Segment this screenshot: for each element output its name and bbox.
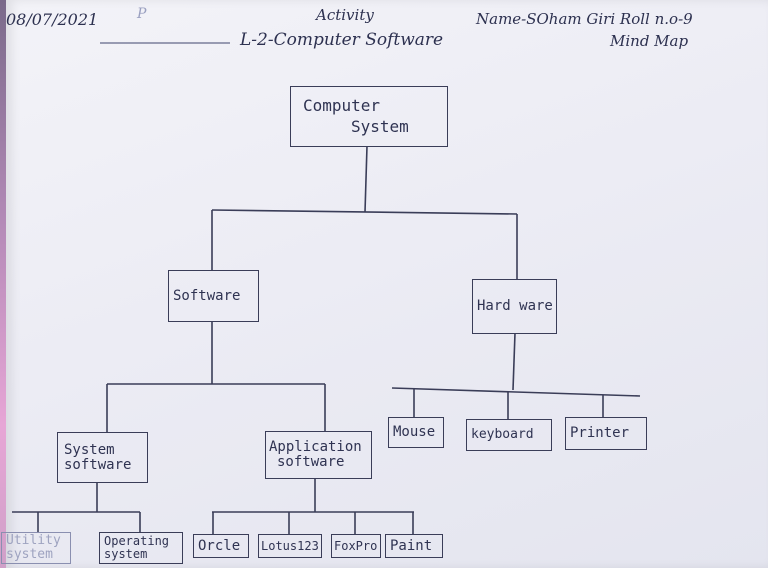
node-application-software-line2: software xyxy=(277,454,345,470)
node-application-software-line1: Application xyxy=(269,439,362,456)
node-printer: Printer xyxy=(565,417,647,450)
hardware-children-bar xyxy=(391,387,641,397)
node-lotus123-label: Lotus123 xyxy=(261,538,319,553)
node-utility-system: Utility system xyxy=(1,532,71,564)
topic-title: L-2-Computer Software xyxy=(240,30,444,50)
hardware-down-connector xyxy=(512,332,516,391)
node-computer-system-line1: Computer xyxy=(303,95,381,115)
name-roll-text: Name-SOham Giri Roll n.o-9 xyxy=(476,10,693,28)
node-foxpro: FoxPro xyxy=(331,534,381,558)
node-operating-system-line1: Operating xyxy=(104,534,170,549)
node-system-software-line2: software xyxy=(64,456,132,473)
node-paint: Paint xyxy=(385,534,443,558)
node-software-label: Software xyxy=(173,287,241,304)
node-application-software: Application software xyxy=(265,431,372,479)
paper-sheet xyxy=(6,0,768,568)
date-text: 08/07/2021 xyxy=(6,10,99,29)
node-oracle-label: Orcle xyxy=(198,537,241,554)
node-system-software: System software xyxy=(57,432,148,483)
node-hardware: Hard ware xyxy=(472,279,557,334)
node-operating-system: Operating system xyxy=(99,532,183,564)
node-system-software-line1: System xyxy=(64,441,115,458)
node-oracle: Orcle xyxy=(193,534,249,558)
mind-map-label: Mind Map xyxy=(610,32,689,50)
node-computer-system: Computer System xyxy=(290,86,448,147)
node-foxpro-label: FoxPro xyxy=(334,538,378,553)
date-mark: P xyxy=(137,6,147,22)
node-keyboard: keyboard xyxy=(466,419,552,451)
node-mouse: Mouse xyxy=(388,417,444,448)
activity-label: Activity xyxy=(316,6,374,24)
node-printer-label: Printer xyxy=(570,425,630,442)
node-mouse-label: Mouse xyxy=(393,424,436,441)
node-utility-system-line2: system xyxy=(6,547,53,562)
node-keyboard-label: keyboard xyxy=(471,427,534,443)
node-software: Software xyxy=(168,270,259,322)
node-computer-system-line2: System xyxy=(351,116,409,136)
node-operating-system-line2: system xyxy=(104,547,148,561)
level1-bar xyxy=(211,209,518,215)
node-utility-system-line1: Utility xyxy=(6,533,61,549)
node-hardware-label: Hard ware xyxy=(477,298,553,315)
node-lotus123: Lotus123 xyxy=(258,534,322,558)
node-paint-label: Paint xyxy=(390,537,433,554)
root-connector xyxy=(364,145,368,213)
